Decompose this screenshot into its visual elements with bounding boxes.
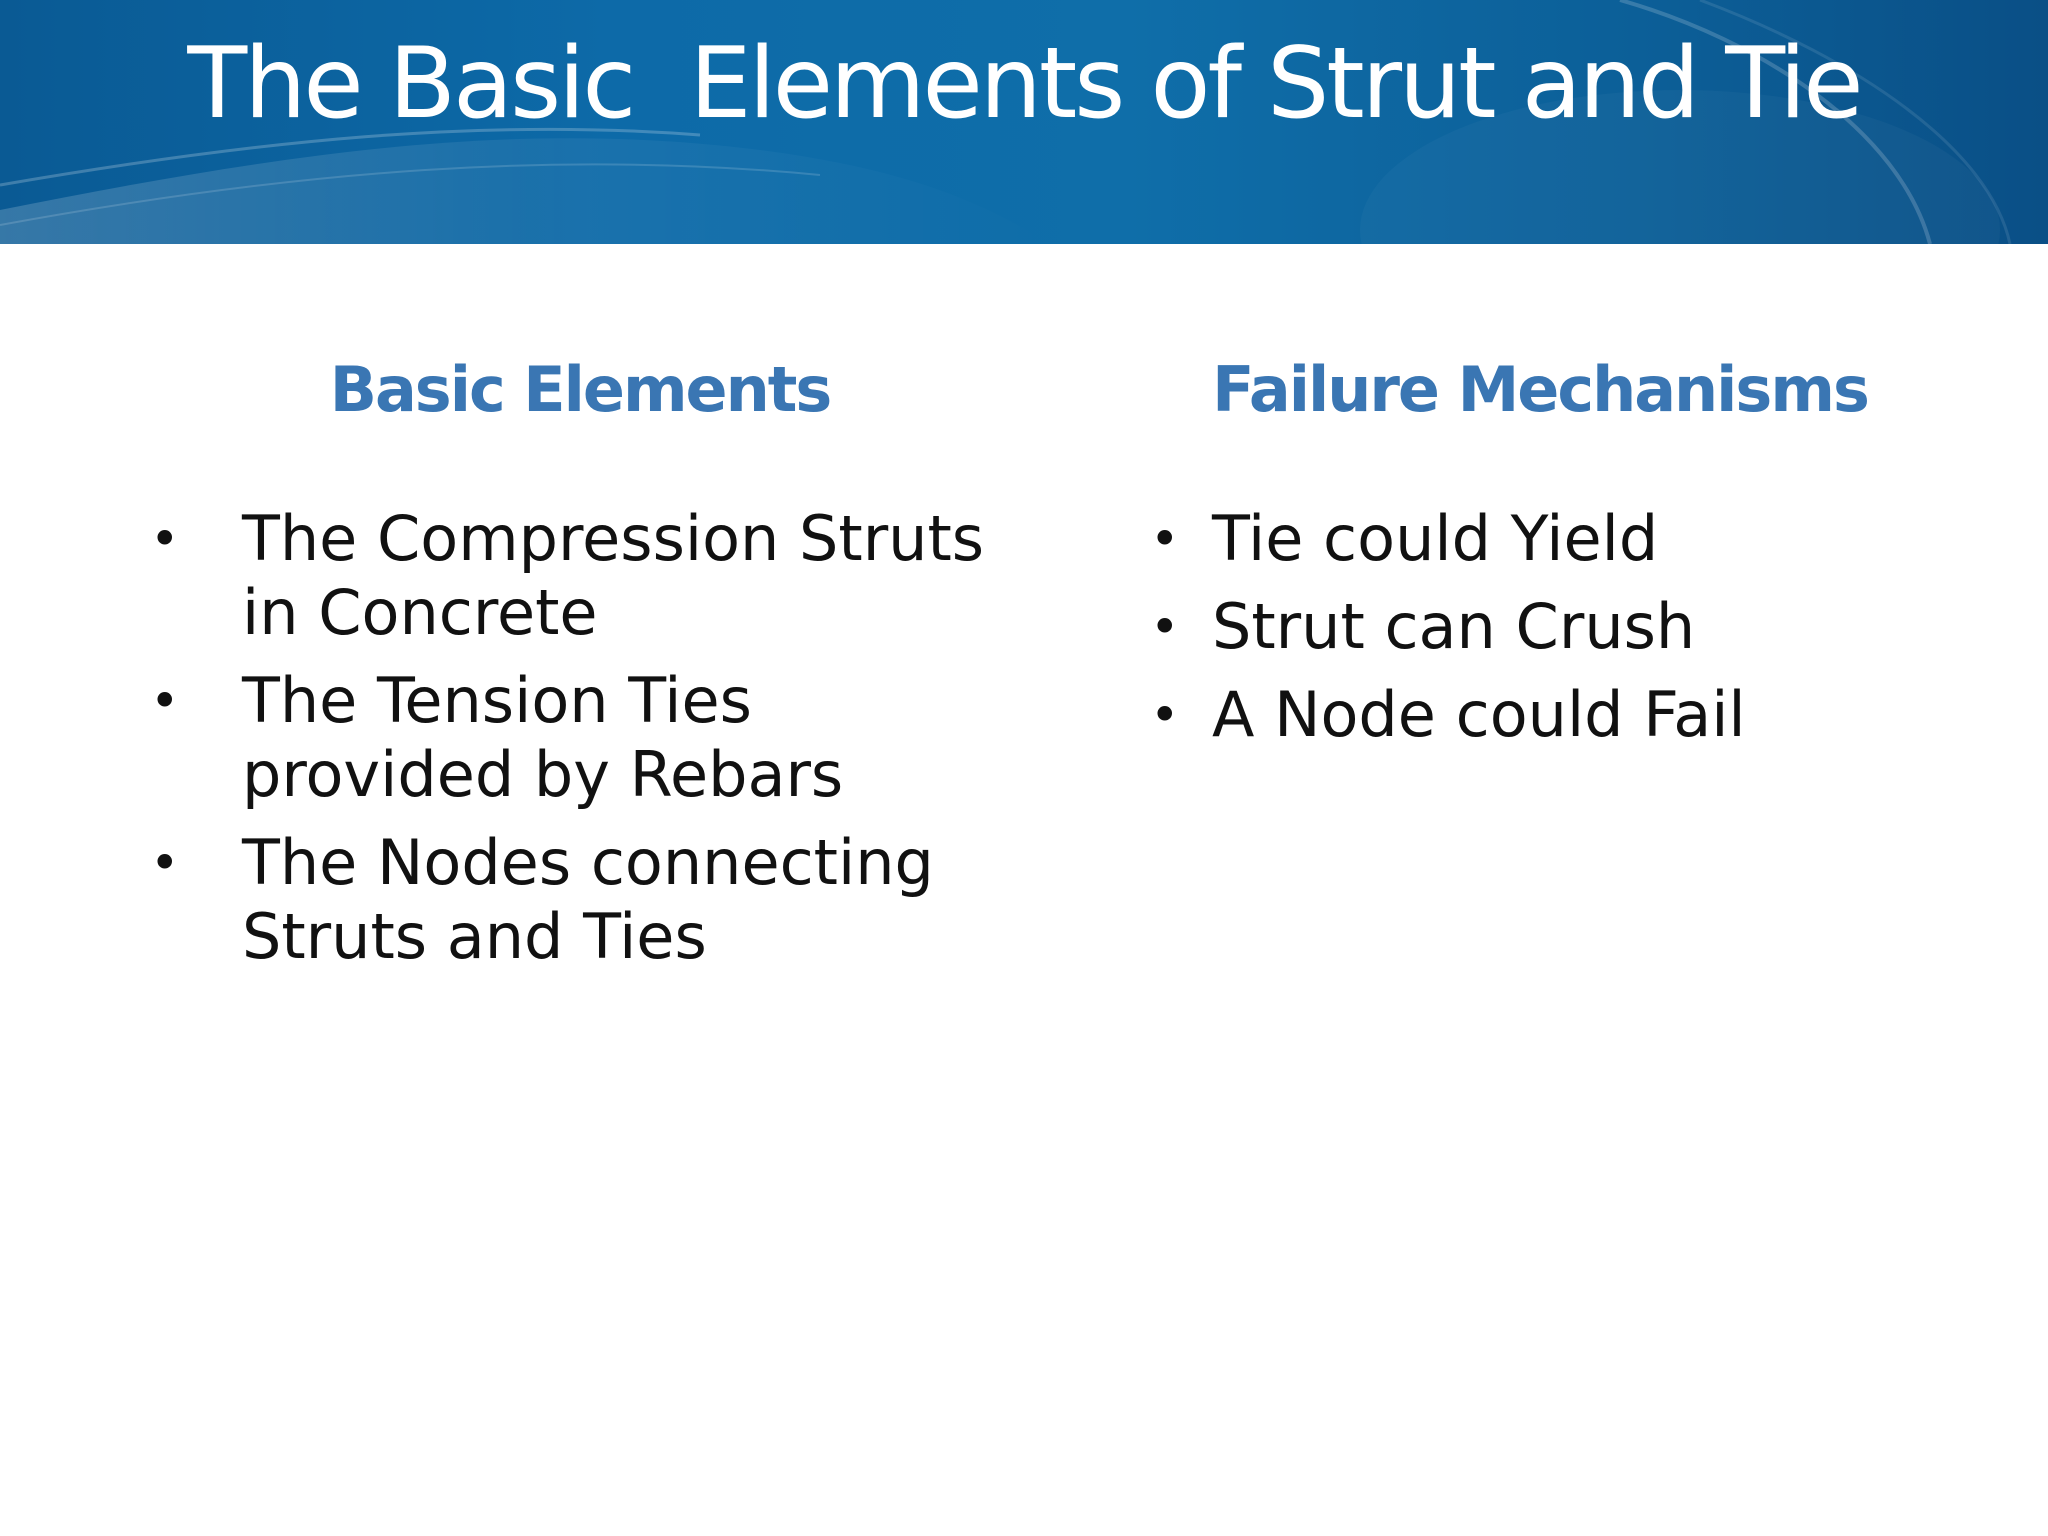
bullet-icon: • — [150, 510, 180, 568]
bullet-icon: • — [1150, 686, 1180, 744]
list-item-text: The Nodes connecting Struts and Ties — [242, 826, 934, 973]
slide-title: The Basic Elements of Strut and Tie — [187, 27, 1863, 141]
list-item: • The Tension Ties provided by Rebars — [150, 664, 1010, 812]
list-item-text: The Tension Ties provided by Rebars — [242, 664, 844, 811]
list-item: • Strut can Crush — [1150, 590, 1950, 664]
failure-mechanisms-heading: Failure Mechanisms — [1212, 353, 1870, 426]
bullet-icon: • — [150, 834, 180, 892]
list-item-text: Strut can Crush — [1212, 590, 1696, 663]
basic-elements-list: • The Compression Struts in Concrete • T… — [150, 502, 1010, 988]
bullet-icon: • — [1150, 598, 1180, 656]
basic-elements-column: Basic Elements • The Compression Struts … — [150, 350, 1010, 973]
list-item-text: Tie could Yield — [1212, 502, 1659, 575]
header-band: The Basic Elements of Strut and Tie — [0, 0, 2048, 244]
bullet-icon: • — [1150, 510, 1180, 568]
basic-elements-heading: Basic Elements — [329, 353, 833, 426]
list-item: • A Node could Fail — [1150, 678, 1950, 752]
list-item-text: The Compression Struts in Concrete — [242, 502, 985, 649]
failure-mechanisms-column: Failure Mechanisms • Tie could Yield • S… — [1150, 350, 1950, 751]
list-item: • The Compression Struts in Concrete — [150, 502, 1010, 650]
list-item: • The Nodes connecting Struts and Ties — [150, 826, 1010, 974]
header-swoosh-decoration — [0, 0, 2012, 244]
bullet-icon: • — [150, 672, 180, 730]
failure-mechanisms-list: • Tie could Yield • Strut can Crush • A … — [1150, 502, 1950, 766]
list-item: • Tie could Yield — [1150, 502, 1950, 576]
list-item-text: A Node could Fail — [1212, 678, 1746, 751]
